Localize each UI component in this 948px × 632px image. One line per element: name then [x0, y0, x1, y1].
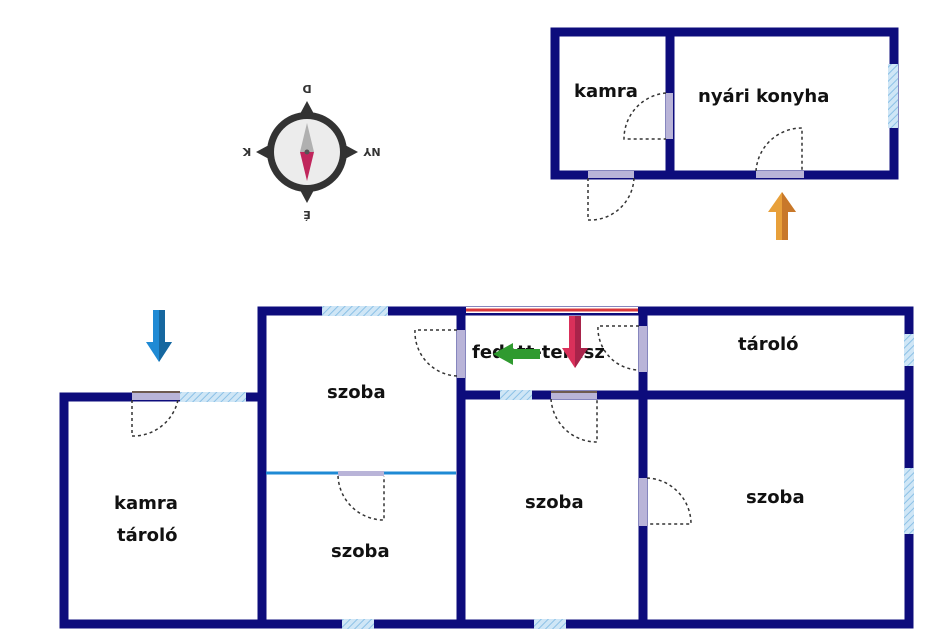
outbuilding: kamra nyári konyha — [550, 27, 899, 221]
room-label-tarolo: tároló — [738, 334, 799, 355]
door-swing — [755, 127, 803, 172]
window — [500, 390, 532, 400]
door-swing — [414, 329, 458, 377]
compass-east-label: NY — [362, 145, 380, 158]
room-label-szoba-upper-left: szoba — [327, 382, 386, 403]
room-label-kamra-tarolo-line2: tároló — [117, 525, 178, 546]
door-frame — [639, 326, 647, 372]
window — [322, 306, 388, 316]
door-frame — [457, 330, 465, 378]
door-swing — [587, 177, 635, 221]
direction-arrow-icon — [493, 343, 540, 365]
door-frame — [756, 171, 804, 178]
outer-wall — [59, 306, 914, 629]
room-label-szoba-right: szoba — [746, 487, 805, 508]
door-frame — [551, 391, 597, 393]
compass-south-label: É — [303, 208, 311, 221]
room-label-kamra: kamra — [574, 81, 638, 102]
window — [534, 619, 566, 629]
door-frame — [639, 478, 647, 526]
compass-north-label: D — [302, 82, 311, 95]
window — [342, 619, 374, 629]
door-swing — [646, 477, 692, 525]
door-swing — [623, 92, 667, 140]
door-frame — [132, 391, 180, 400]
room-label-nyari-konyha: nyári konyha — [698, 86, 829, 107]
window — [904, 334, 914, 366]
door-frame — [666, 93, 673, 139]
room-label-kamra-tarolo-line1: kamra — [114, 493, 178, 514]
compass-west-label: K — [242, 145, 251, 158]
door-frame — [551, 391, 597, 399]
window — [180, 392, 246, 402]
window — [904, 468, 914, 534]
entry-arrow-icon — [768, 192, 796, 240]
door-swing — [131, 399, 179, 437]
door-frame — [588, 171, 634, 178]
door-swing — [337, 475, 385, 521]
door-frame — [338, 471, 384, 476]
entry-arrow-icon — [562, 316, 588, 368]
room-label-szoba-lower-left: szoba — [331, 541, 390, 562]
entry-arrow-icon — [146, 310, 172, 362]
door-frame — [132, 391, 180, 393]
door-swing — [597, 325, 640, 371]
door-swing — [550, 398, 598, 443]
compass-rose-icon: D É K NY — [242, 82, 380, 221]
room-label-szoba-middle: szoba — [525, 492, 584, 513]
window — [888, 64, 898, 128]
main-house: szoba fedett-terasz tároló kamra tároló … — [59, 306, 914, 629]
